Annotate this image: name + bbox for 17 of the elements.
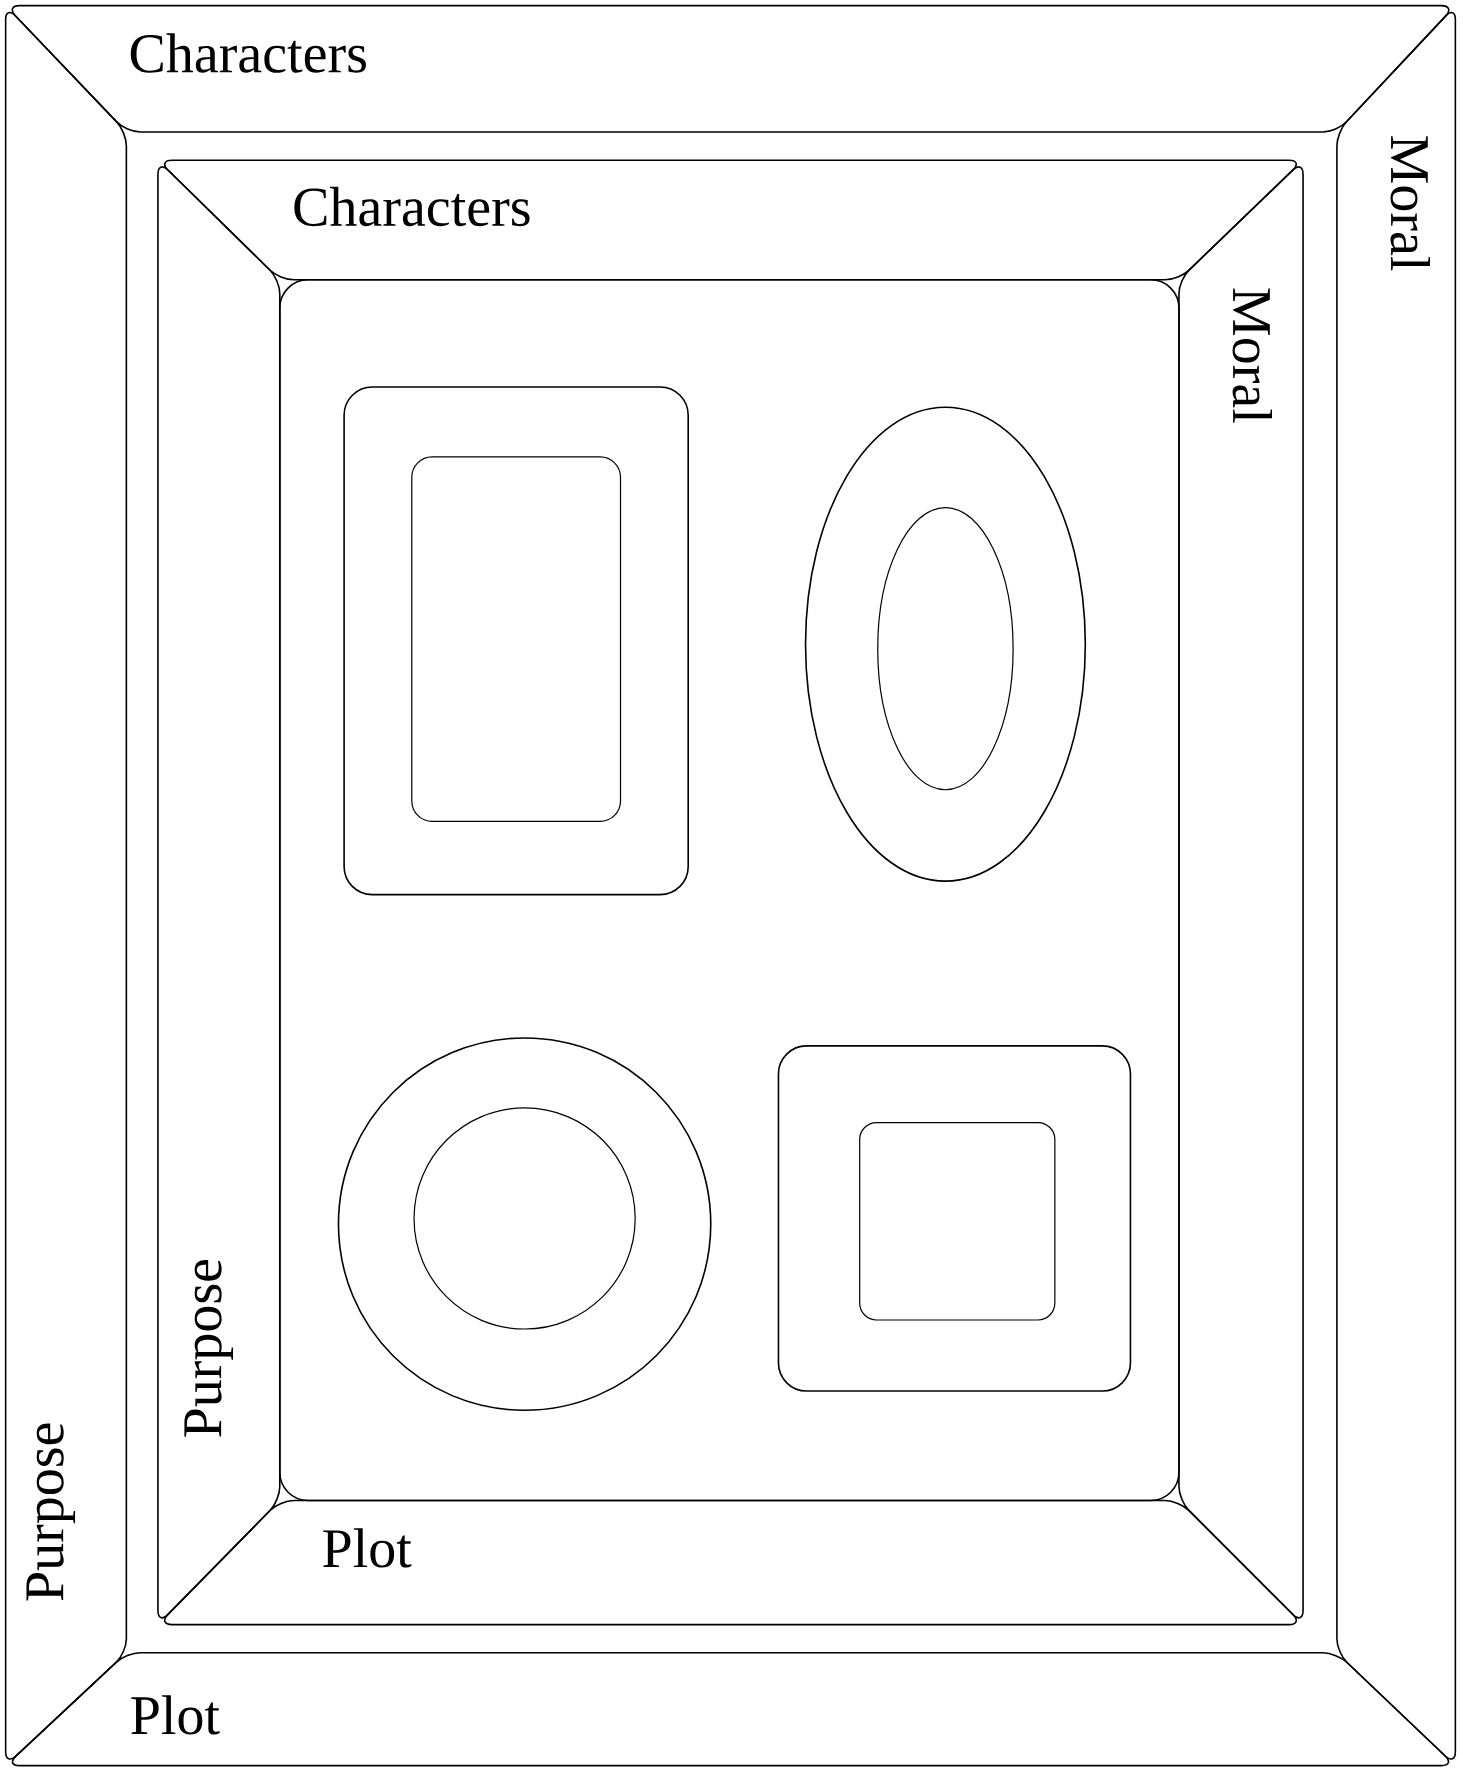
- band: Purpose: [4, 11, 128, 1760]
- band: Purpose: [157, 166, 281, 1619]
- rounded-box: [777, 1045, 1132, 1392]
- circle-outline: [337, 1037, 712, 1412]
- band: Moral: [1178, 166, 1304, 1619]
- oval: [804, 406, 1086, 882]
- circle-outline: [413, 1107, 636, 1330]
- band: Moral: [1336, 11, 1457, 1760]
- rounded-box: [278, 279, 1180, 1502]
- rounded-box: [858, 1121, 1056, 1321]
- band: Characters: [11, 4, 1450, 133]
- oval: [877, 507, 1014, 791]
- band: Characters: [163, 159, 1297, 281]
- rounded-box: [411, 456, 621, 822]
- band: Plot: [163, 1499, 1297, 1626]
- rounded-box: [343, 386, 689, 896]
- band: Plot: [11, 1652, 1450, 1767]
